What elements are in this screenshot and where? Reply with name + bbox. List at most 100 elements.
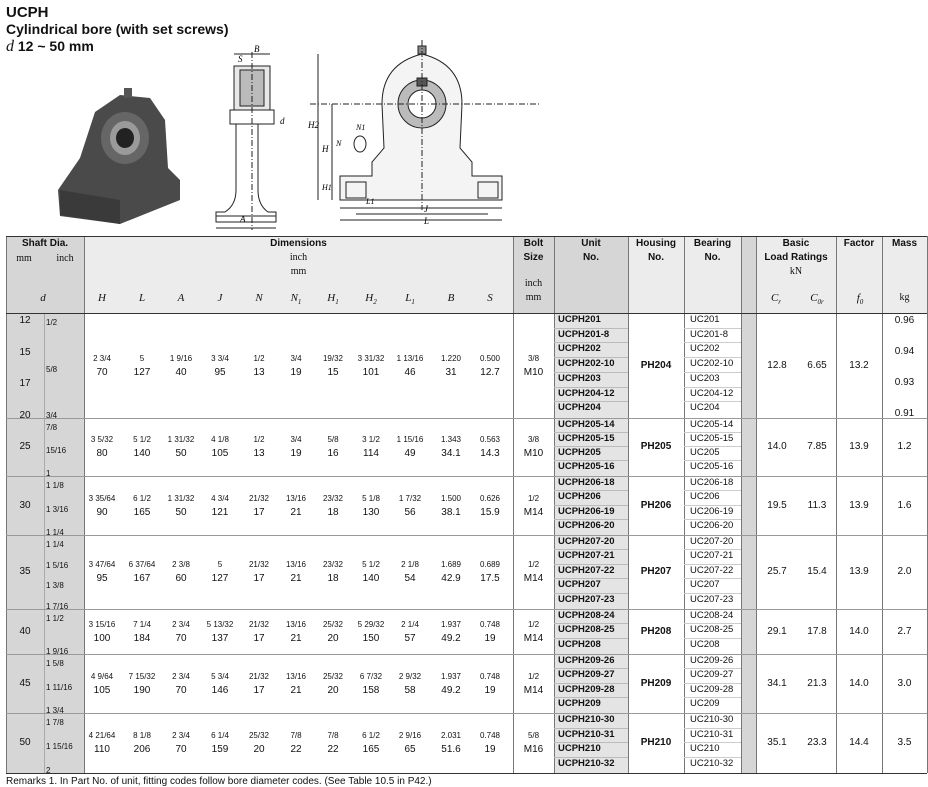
shaft-mm-label: mm — [16, 253, 32, 264]
unit-no: UCPH203 — [558, 372, 601, 384]
dim-mm-L: 167 — [133, 573, 151, 584]
shaft-dia-header: Shaft Dia. — [21, 238, 69, 249]
unit-row-line — [554, 623, 628, 625]
group-divider — [6, 535, 927, 536]
bearing-row-line — [684, 327, 741, 329]
unit-no: UCPH206-19 — [558, 505, 615, 517]
col-divider — [836, 236, 837, 773]
dim-inch-N: 21/32 — [248, 619, 270, 629]
dim-mm-L1: 56 — [404, 506, 416, 518]
load-cr: 35.1 — [767, 737, 787, 748]
bolt-mm: M10 — [523, 366, 544, 378]
dim-mm-H: 90 — [96, 506, 108, 518]
page-subtitle: Cylindrical bore (with set screws) — [6, 21, 229, 37]
dim-mm-S: 17.5 — [480, 573, 500, 584]
dim-mm-L: 165 — [133, 506, 151, 518]
dim-mm-A: 70 — [175, 632, 187, 644]
dim-inch-B: 1.937 — [440, 671, 462, 681]
dim-inch-L: 7 1/4 — [133, 619, 151, 629]
dim-mm-H1: 20 — [327, 684, 339, 696]
factor-f0: 14.0 — [849, 677, 869, 689]
unit-no: UCPH209-28 — [558, 683, 615, 695]
dim-inch-L1: 2 1/8 — [401, 560, 419, 569]
group-divider — [6, 609, 927, 610]
dim-inch-L: 5 1/2 — [133, 435, 151, 444]
shaft-inch: 3/4 — [46, 411, 58, 420]
dim-inch-S: 0.563 — [479, 435, 501, 444]
dim-inch-H1: 23/32 — [322, 493, 344, 503]
bearing-row-line — [684, 504, 741, 506]
shaft-mm: 12 — [19, 315, 31, 326]
shaft-inch: 1 5/16 — [46, 560, 69, 570]
unit-no: UCPH209 — [558, 697, 601, 709]
bearing-no: UC206-19 — [690, 505, 734, 517]
dim-inch-A: 1 9/16 — [169, 353, 193, 363]
dim-mm-S: 19 — [484, 744, 496, 755]
unit-row-line — [554, 490, 628, 492]
dim-inch-A: 1 31/32 — [167, 435, 195, 444]
dim-mm-N1: 19 — [290, 448, 302, 459]
dim-mm-H2: 114 — [363, 448, 379, 459]
unit-row-line — [554, 342, 628, 344]
bearing-row-line — [684, 371, 741, 373]
page-header: UCPH Cylindrical bore (with set screws) … — [6, 4, 229, 55]
shaft-mm: 15 — [19, 346, 31, 358]
unit-col-bg — [554, 236, 628, 313]
dim-inch-H2: 5 29/32 — [357, 619, 385, 629]
dim-inch-H1: 7/8 — [327, 731, 339, 740]
dim-mm-N: 20 — [253, 744, 265, 755]
col-divider — [513, 236, 514, 773]
dim-mm-N1: 21 — [290, 684, 302, 696]
unit-row-line — [554, 682, 628, 684]
dim-inch-S: 0.748 — [479, 619, 501, 629]
svg-text:N1: N1 — [355, 123, 365, 132]
housing-no: PH207 — [640, 566, 672, 577]
dim-mm-H2: 140 — [362, 573, 380, 584]
load-cor: 21.3 — [807, 677, 827, 689]
svg-text:J: J — [424, 204, 429, 214]
bearing-no: UC210-30 — [690, 714, 734, 725]
dim-inch-B: 1.220 — [440, 353, 462, 363]
bearing-no: UC203 — [690, 372, 720, 384]
dim-inch-H: 3 47/64 — [88, 560, 116, 569]
dim-mm-B: 34.1 — [441, 448, 461, 459]
dim-inch-H: 3 15/16 — [88, 619, 116, 629]
unit-no: UCPH210-30 — [558, 714, 615, 725]
dim-inch-A: 2 3/4 — [172, 619, 190, 629]
unit-no: UCPH209-26 — [558, 655, 615, 666]
unit-row-line — [554, 742, 628, 743]
group-divider — [6, 654, 927, 655]
load-cor: 7.85 — [807, 441, 827, 452]
dim-mm-A: 60 — [175, 573, 187, 584]
bearing-row-line — [684, 682, 741, 684]
unit-no: UCPH210-32 — [558, 757, 615, 769]
shaft-mm: 30 — [19, 499, 31, 511]
svg-text:L1: L1 — [365, 197, 374, 206]
unit-row-line — [554, 727, 628, 729]
dim-inch-H1: 25/32 — [322, 671, 344, 681]
bearing-row-line — [684, 668, 741, 670]
shaft-inch: 15/16 — [46, 446, 67, 455]
shaft-mm: 50 — [19, 737, 31, 748]
remarks: Remarks 1. In Part No. of unit, fitting … — [6, 776, 432, 787]
bearing-no: UC207 — [690, 579, 720, 591]
shaft-inner-divider — [44, 313, 45, 773]
dims-inch-label: inch — [289, 252, 308, 263]
load-head-bg — [756, 236, 927, 313]
unit-no: UCPH206 — [558, 491, 601, 503]
dim-mm-L1: 49 — [404, 448, 416, 459]
svg-text:B: B — [254, 44, 260, 54]
factor-f0: 14.4 — [849, 737, 869, 748]
unit-no: UCPH205-14 — [558, 419, 615, 430]
dim-mm-L: 127 — [133, 366, 151, 378]
dim-inch-S: 0.748 — [479, 731, 501, 740]
bearing-no-header-2: No. — [704, 252, 721, 263]
unit-no: UCPH207-23 — [558, 593, 615, 605]
dim-mm-H2: 130 — [362, 506, 380, 518]
unit-no: UCPH208-24 — [558, 610, 615, 621]
bearing-row-line — [684, 742, 741, 743]
header-bottom-line — [6, 313, 927, 314]
load-cor: 17.8 — [807, 625, 827, 637]
bearing-no: UC207-21 — [690, 550, 734, 562]
bolt-inch: 1/2 — [527, 619, 540, 629]
